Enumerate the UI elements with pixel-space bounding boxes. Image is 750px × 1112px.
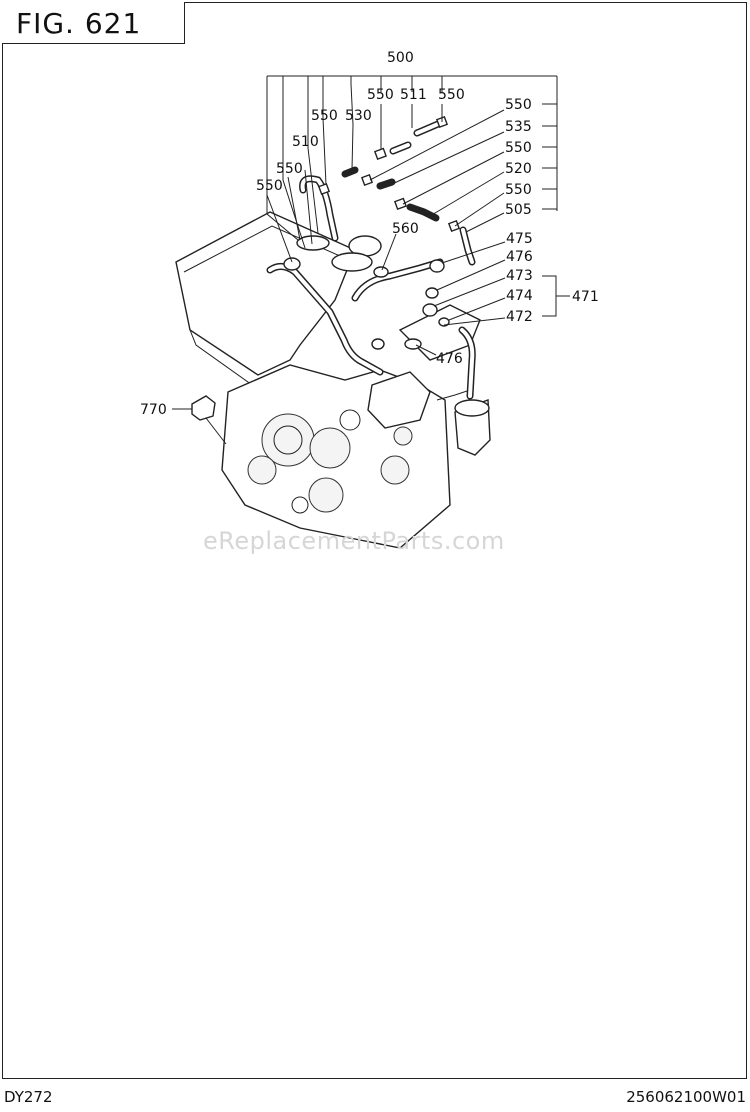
callout-550: 550: [276, 161, 303, 177]
model-code: DY272: [4, 1088, 53, 1106]
callout-476: 476: [436, 351, 463, 367]
callout-550: 550: [505, 182, 532, 198]
parts-diagram: 500 550 511 550 550 530 510 550 550 550 …: [140, 50, 599, 549]
watermark: eReplacementParts.com: [203, 527, 505, 555]
leader-lines: [172, 75, 570, 410]
callout-471: 471: [572, 289, 599, 305]
oil-cap: [191, 395, 216, 421]
callout-475: 475: [506, 231, 533, 247]
callout-550: 550: [505, 140, 532, 156]
callout-550: 550: [256, 178, 283, 194]
drawing-frame: [2, 2, 747, 1079]
callout-520: 520: [505, 161, 532, 177]
callout-474: 474: [506, 288, 533, 304]
callout-476: 476: [506, 249, 533, 265]
callout-550: 550: [367, 87, 394, 103]
callout-473: 473: [506, 268, 533, 284]
engine-illustration: [175, 115, 491, 549]
callout-770: 770: [140, 402, 167, 418]
callout-530: 530: [345, 108, 372, 124]
callout-550: 550: [505, 97, 532, 113]
figure-title: FIG. 621: [16, 7, 142, 40]
callout-535: 535: [505, 119, 532, 135]
callout-510: 510: [292, 134, 319, 150]
callout-labels: 500 550 511 550 550 530 510 550 550 550 …: [140, 50, 599, 418]
drawing-number: 256062100W01: [626, 1088, 746, 1106]
figure-title-box: FIG. 621: [2, 2, 185, 44]
callout-505: 505: [505, 202, 532, 218]
callout-500: 500: [387, 50, 414, 66]
callout-472: 472: [506, 309, 533, 325]
callout-560: 560: [392, 221, 419, 237]
callout-550: 550: [438, 87, 465, 103]
callout-511: 511: [400, 87, 427, 103]
callout-550: 550: [311, 108, 338, 124]
fuel-tank: [175, 211, 356, 376]
